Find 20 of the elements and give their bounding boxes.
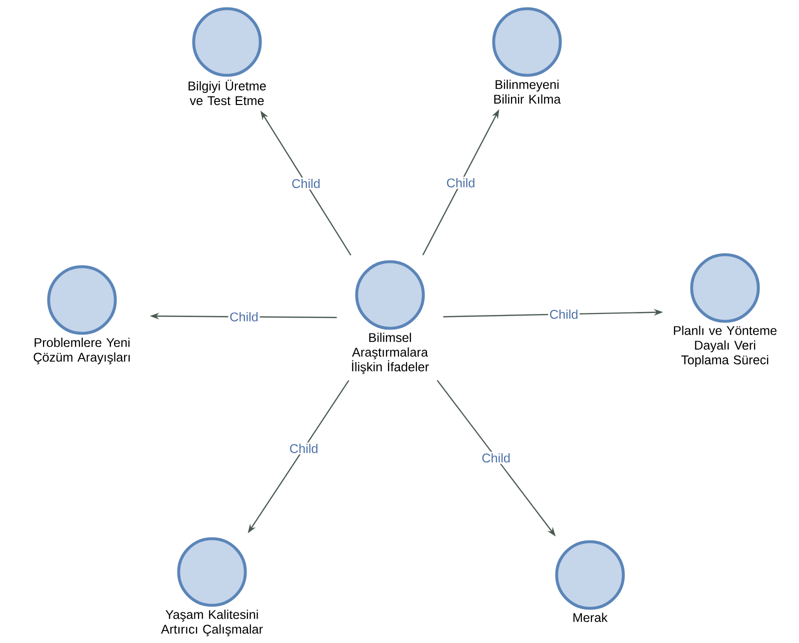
- edge-label: Child: [444, 176, 477, 189]
- node-label: Bilgiyi Üretme ve Test Etme: [188, 80, 266, 106]
- edge-label: Child: [480, 452, 512, 464]
- node-label: Problemlere Yeni Çözüm Arayışları: [34, 338, 130, 364]
- node-label: Merak: [573, 612, 608, 622]
- circle-node: Problemlere Yeni Çözüm Arayışları: [34, 265, 130, 364]
- node-label: Yaşam Kalitesini Artırıcı Çalışmalar: [161, 610, 263, 636]
- edge-label: Child: [228, 310, 260, 323]
- circle-node: Yaşam Kalitesini Artırıcı Çalışmalar: [161, 537, 263, 636]
- edge-label: Child: [288, 442, 320, 454]
- circle-node: Planlı ve Yönteme Dayalı Veri Toplama Süreci: [674, 253, 777, 367]
- circle-node: Merak: [555, 540, 625, 622]
- circle-node: Bilimsel Araştırmalara İlişkin İfadeler: [352, 260, 429, 374]
- node-label: Bilinmeyeni Bilinir Kılma: [494, 80, 561, 104]
- edge-label: Child: [290, 177, 322, 190]
- node-label: Planlı ve Yönteme Dayalı Veri Toplama Süreci: [674, 326, 777, 367]
- circle-node: Bilgiyi Üretme ve Test Etme: [188, 7, 266, 106]
- circle-node: Bilinmeyeni Bilinir Kılma: [492, 7, 562, 104]
- edge-label: Child: [548, 308, 580, 320]
- node-label: Bilimsel Araştırmalara İlişkin İfadeler: [352, 332, 429, 374]
